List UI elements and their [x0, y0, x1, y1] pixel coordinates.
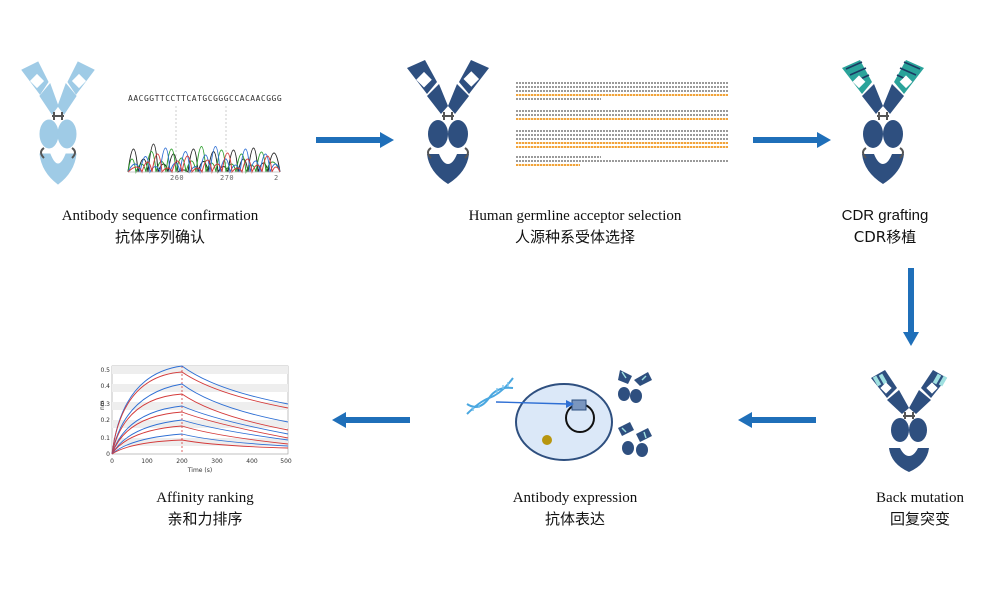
step-label-zh: 回复突变 [889, 510, 950, 528]
step-germline-selection-caption: Human germline acceptor selection 人源种系受体… [440, 206, 710, 248]
plot-xtick: 400 [246, 458, 258, 465]
plot-xtick: 100 [141, 458, 153, 465]
step-label-en: CDR grafting [841, 207, 929, 224]
expressed-antibody-icon [618, 370, 652, 403]
step-label-zh: 人源种系受体选择 [514, 228, 635, 246]
cell-icon [515, 383, 613, 461]
antibody-light-icon [21, 61, 95, 185]
plot-xtick: 300 [211, 458, 223, 465]
plot-xtick: 0 [110, 458, 114, 465]
plot-xtick: 200 [176, 458, 188, 465]
plot-ytick: 0.5 [100, 367, 110, 374]
step-sequence-confirmation-caption: Antibody sequence confirmation 抗体序列确认 [40, 206, 280, 248]
chromatogram-sequence: AACGGTTCCTTCATGCGGGCCACAACGGG [128, 94, 283, 103]
step-label-zh: CDR移植 [853, 228, 917, 246]
plot-xtick: 500 [280, 458, 292, 465]
plot-ytick: 0.3 [100, 401, 110, 408]
step-cdr-grafting-caption: CDR grafting CDR移植 [830, 206, 940, 248]
arrow-left-icon [738, 412, 816, 428]
plasmid-insert-arrow-icon [495, 400, 574, 408]
step-expression-caption: Antibody expression 抗体表达 [490, 488, 660, 530]
step-label-en: Back mutation [876, 490, 964, 506]
plot-ytick: 0.4 [100, 383, 110, 390]
antibody-dark-icon [407, 60, 489, 184]
step-label-en: Antibody expression [512, 490, 638, 506]
plot-xlabel: Time (s) [187, 467, 212, 474]
chromatogram-traces [127, 106, 281, 174]
step-affinity-ranking-caption: Affinity ranking 亲和力排序 [130, 488, 280, 530]
chromatogram-tick-3: 2 [274, 174, 279, 182]
plot-ytick: 0.2 [100, 417, 110, 424]
step-back-mutation-caption: Back mutation 回复突变 [860, 488, 980, 530]
step-label-en: Antibody sequence confirmation [61, 208, 259, 224]
plot-ytick: 0 [106, 451, 110, 458]
step-label-zh: 抗体表达 [544, 510, 605, 528]
step-label-en: Affinity ranking [156, 490, 254, 506]
arrow-left-icon [332, 412, 410, 428]
plot-ytick: 0.1 [100, 435, 110, 442]
antibody-cdr-grafted-icon [842, 60, 924, 184]
arrow-right-icon [753, 132, 831, 148]
arrow-right-icon [316, 132, 394, 148]
dna-icon [466, 377, 514, 415]
arrow-down-icon [903, 268, 919, 346]
binding-kinetics-plot: nm 0.5 0.4 0.3 0.2 0.1 0 0 100 200 300 4… [99, 365, 292, 474]
step-label-en: Human germline acceptor selection [468, 208, 682, 224]
step-label-zh: 亲和力排序 [167, 510, 243, 528]
chromatogram: AACGGTTCCTTCATGCGGGCCACAACGGG 260 270 2 [127, 92, 283, 184]
chromatogram-tick-1: 260 [170, 174, 185, 182]
expressed-antibody-icon [618, 422, 652, 457]
step-label-zh: 抗体序列确认 [114, 228, 205, 246]
plot-ylabel: nm [99, 400, 106, 410]
sequence-alignment [516, 80, 728, 172]
antibody-back-mutation-icon [871, 370, 948, 472]
chromatogram-tick-2: 270 [220, 174, 235, 182]
